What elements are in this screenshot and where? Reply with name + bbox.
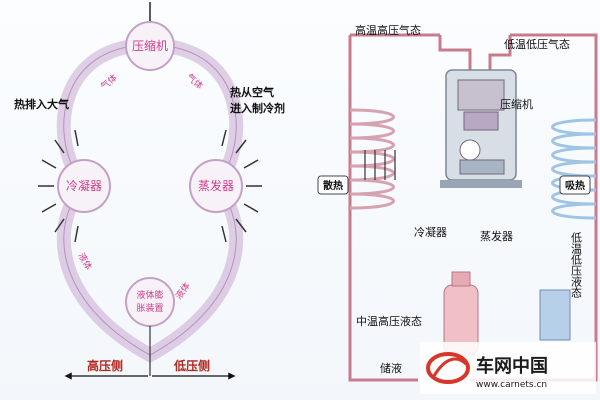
heat-absorb-text: 吸热 [565,179,585,192]
expansion-device-node: 液体膨 胀装置 [125,277,175,327]
flow-gas-top-left: 气体 [98,72,120,93]
condenser-label-right: 冷凝器 [414,225,447,239]
expansion-label-line2: 胀装置 [136,302,163,314]
condenser-arrows [364,150,396,180]
watermark-url: www.carnets.cn [476,380,547,390]
receiver-unit [443,271,571,356]
callout-heat-out: 热排入大气 [14,97,69,111]
mid-hp-liquid-label: 中温高压液态 [356,314,422,328]
evaporator-coil [551,118,597,220]
evaporator-heat-rays [221,129,262,243]
compressor-label-right: 压缩机 [500,97,533,111]
compressor-node: 压缩机 [125,21,175,71]
flow-gas-top-right: 气体 [184,71,206,92]
evaporator-node: 蒸发器 [189,159,243,213]
watermark: 车网中国 www.carnets.cn [420,342,596,394]
receiver-label: 储液 [380,361,402,375]
callout-heat-in-line1: 热从空气 [230,85,274,99]
watermark-logo [426,352,470,384]
compressor-label: 压缩机 [132,38,168,53]
heat-absorb-tag: 吸热 [559,175,591,195]
pipe-suction [488,35,512,70]
condenser-node: 冷凝器 [57,159,111,213]
evaporator-label: 蒸发器 [198,178,234,193]
high-pressure-side-label: 高压侧 [87,358,123,373]
pipe-discharge [438,35,472,70]
heat-release-text: 散热 [323,179,343,192]
low-pressure-side-label: 低压侧 [173,358,210,373]
left-cycle: 压缩机 冷凝器 蒸发器 液体膨 胀装置 气体 气体 液体 液体 热排入大气 热从… [14,2,285,380]
right-cycle: 散热 吸热 高温高压气态 低温低压气态 压缩机 冷凝器 蒸发器 中温高压液态 储… [317,23,598,382]
watermark-brand: 车网中国 [476,355,548,377]
watermark-backdrop [420,342,596,394]
condenser-label: 冷凝器 [66,178,102,193]
condenser-heat-rays [38,129,79,243]
evaporator-label-right: 蒸发器 [480,229,513,243]
flow-liquid-bottom-right: 液体 [173,280,193,302]
expansion-label-line1: 液体膨 [136,289,163,301]
hot-hp-gas-label: 高温高压气态 [355,23,421,37]
flow-liquid-bottom-left: 液体 [75,251,94,273]
cold-lp-liquid-label: 低温低压液态 [570,232,583,298]
compressor-unit [440,69,522,188]
cold-lp-gas-label: 低温低压气态 [504,37,570,51]
heat-release-tag: 散热 [317,175,349,195]
callout-heat-in-line2: 进入制冷剂 [230,101,285,115]
condenser-coil [349,108,395,210]
